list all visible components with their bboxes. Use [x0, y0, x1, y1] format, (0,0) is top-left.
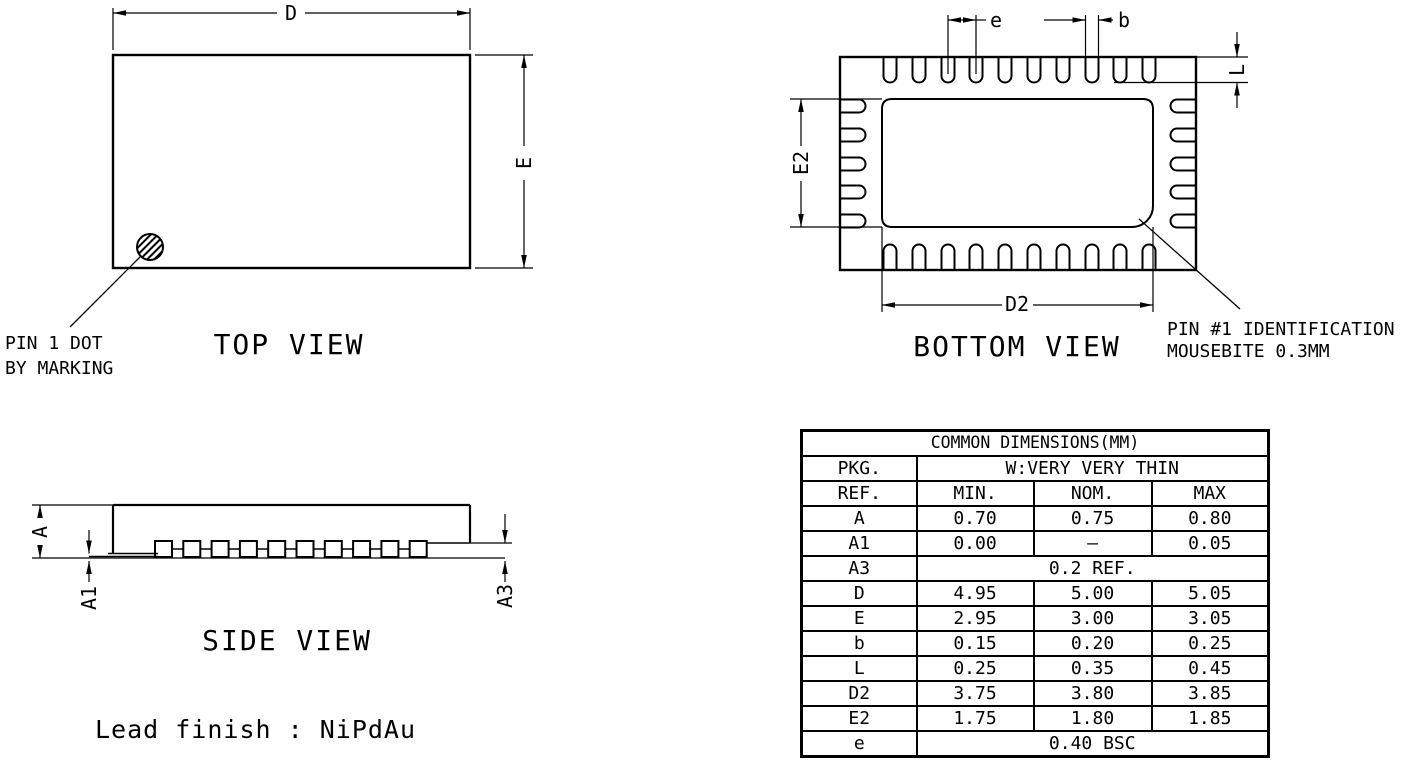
nom-cell: 3.80 [1032, 680, 1153, 707]
dim-d-label: D [285, 1, 297, 25]
min-cell: 3.75 [915, 680, 1035, 707]
col-header-max: MAX [1150, 480, 1270, 507]
table-row: b 0.15 0.20 0.25 [800, 630, 1270, 657]
max-cell: 0.25 [1150, 630, 1270, 657]
ref-cell: A1 [800, 530, 918, 557]
col-header-nom: NOM. [1032, 480, 1153, 507]
dim-d-lines [112, 8, 471, 50]
mousebite-note-line2: MOUSEBITE 0.3MM [1167, 341, 1330, 362]
lead-finish-note: Lead finish : NiPdAu [95, 715, 416, 744]
pin1-dot [136, 233, 164, 261]
table-row: A1 0.00 – 0.05 [800, 530, 1270, 557]
top-edge-pads [882, 57, 1157, 84]
table-row: D 4.95 5.00 5.05 [800, 580, 1270, 607]
ref-cell: A3 [800, 555, 918, 582]
max-cell: 3.05 [1150, 605, 1270, 632]
max-cell: 0.45 [1150, 655, 1270, 682]
ref-cell: E2 [800, 705, 918, 732]
bottom-view-drawing: e b L E2 D2 BOTTOM VIEW PIN #1 IDENTIFIC… [789, 8, 1395, 363]
dim-b-lines [1044, 15, 1113, 74]
ref-cell: E [800, 605, 918, 632]
table-header-row: REF. MIN. NOM. MAX [800, 480, 1270, 507]
dim-e2-label: E2 [789, 151, 813, 175]
max-cell: 3.85 [1150, 680, 1270, 707]
nom-cell: – [1032, 530, 1153, 557]
side-view-drawing: A A1 A3 SIDE VIEW Lead finish : NiPdAu [28, 503, 517, 744]
top-view-drawing: D E PIN 1 DOT BY MARKING TOP VIEW [5, 1, 536, 379]
col-header-ref: REF. [800, 480, 918, 507]
dim-a-label: A [28, 526, 52, 538]
dimensions-table: COMMON DIMENSIONS(MM) PKG. W:VERY VERY T… [800, 429, 1270, 758]
top-view-arrowheads [113, 10, 527, 268]
nom-cell: 1.80 [1032, 705, 1153, 732]
side-view-body-outline [111, 503, 472, 554]
table-row: A3 0.2 REF. [800, 555, 1270, 582]
ref-cell: A [800, 505, 918, 532]
table-title-row: COMMON DIMENSIONS(MM) [800, 429, 1270, 457]
nom-cell: 0.35 [1032, 655, 1153, 682]
min-cell: 0.70 [915, 505, 1035, 532]
ref-cell: D2 [800, 680, 918, 707]
side-view-leads [154, 540, 428, 558]
col-header-min: MIN. [915, 480, 1035, 507]
max-cell: 5.05 [1150, 580, 1270, 607]
dim-e-label: E [512, 157, 536, 169]
max-cell: 0.80 [1150, 505, 1270, 532]
exposed-pad-outline [881, 98, 1154, 228]
span-cell: 0.2 REF. [915, 555, 1270, 582]
right-edge-pads [1169, 98, 1196, 229]
table-row: E 2.95 3.00 3.05 [800, 605, 1270, 632]
dim-a3-label: A3 [493, 584, 517, 608]
table-row: A 0.70 0.75 0.80 [800, 505, 1270, 532]
pkg-label-cell: PKG. [800, 455, 918, 482]
table-row: e 0.40 BSC [800, 730, 1270, 758]
min-cell: 0.15 [915, 630, 1035, 657]
side-view-leadframe-lines [89, 542, 470, 558]
dim-d2-lines [881, 227, 1154, 312]
ref-cell: e [800, 730, 918, 758]
dim-e-lines [475, 54, 533, 269]
top-view-title: TOP VIEW [214, 328, 365, 361]
table-row: D2 3.75 3.80 3.85 [800, 680, 1270, 707]
dim-a1-label: A1 [77, 586, 101, 610]
dim-l-label: L [1225, 64, 1249, 76]
table-pkg-row: PKG. W:VERY VERY THIN [800, 455, 1270, 482]
dim-b-label: b [1118, 8, 1130, 32]
dim-e-pitch-label: e [990, 8, 1002, 32]
max-cell: 1.85 [1150, 705, 1270, 732]
table-title: COMMON DIMENSIONS(MM) [800, 429, 1270, 457]
pin1-leader-line [69, 255, 142, 328]
min-cell: 0.25 [915, 655, 1035, 682]
ref-cell: L [800, 655, 918, 682]
dim-d2-label: D2 [1005, 292, 1029, 316]
ref-cell: b [800, 630, 918, 657]
min-cell: 1.75 [915, 705, 1035, 732]
min-cell: 4.95 [915, 580, 1035, 607]
nom-cell: 0.75 [1032, 505, 1153, 532]
min-cell: 2.95 [915, 605, 1035, 632]
bottom-edge-pads [882, 243, 1157, 270]
nom-cell: 0.20 [1032, 630, 1153, 657]
top-view-body-outline [111, 53, 472, 270]
table-row: E2 1.75 1.80 1.85 [800, 705, 1270, 732]
mousebite-note-line1: PIN #1 IDENTIFICATION [1167, 319, 1395, 340]
pin1-note-line1: PIN 1 DOT [5, 333, 103, 354]
min-cell: 0.00 [915, 530, 1035, 557]
nom-cell: 5.00 [1032, 580, 1153, 607]
span-cell: 0.40 BSC [915, 730, 1270, 758]
table-row: L 0.25 0.35 0.45 [800, 655, 1270, 682]
max-cell: 0.05 [1150, 530, 1270, 557]
pin1-note-line2: BY MARKING [5, 358, 113, 379]
nom-cell: 3.00 [1032, 605, 1153, 632]
pkg-value-cell: W:VERY VERY THIN [915, 455, 1270, 482]
bottom-view-title: BOTTOM VIEW [913, 330, 1120, 363]
mousebite-leader-line [1138, 218, 1241, 310]
left-edge-pads [840, 98, 867, 229]
side-view-title: SIDE VIEW [202, 624, 372, 657]
side-view-arrowheads [37, 505, 508, 574]
bottom-view-body-outline [838, 55, 1198, 272]
ref-cell: D [800, 580, 918, 607]
